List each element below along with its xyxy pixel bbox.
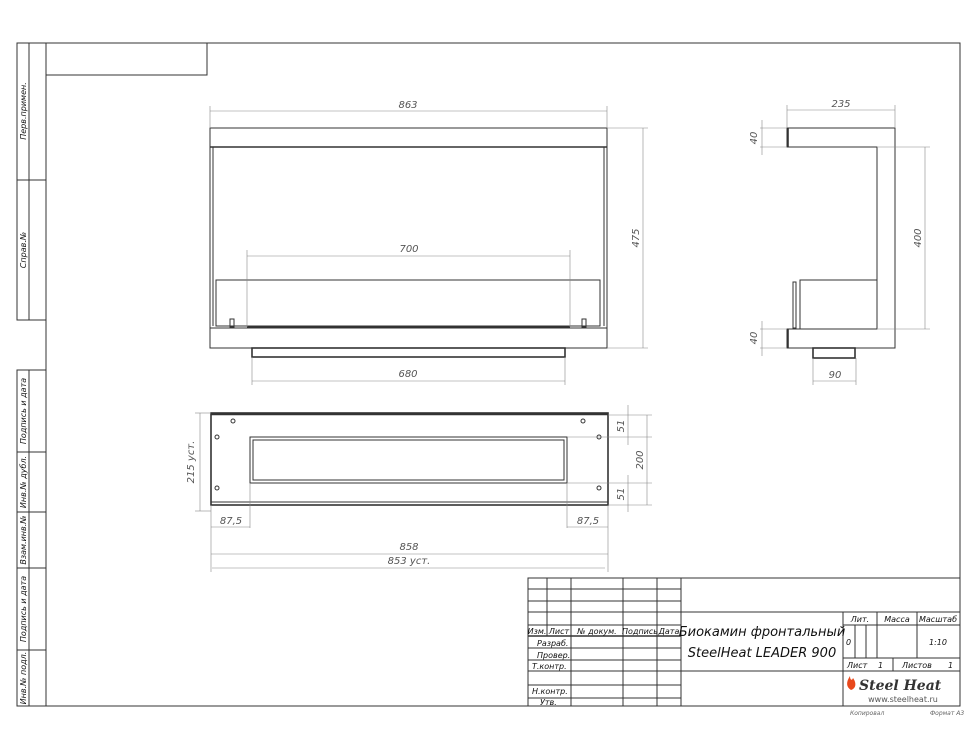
dim-base-depth: 90 bbox=[829, 370, 842, 381]
header-date: Дата bbox=[658, 627, 680, 636]
strip-label: Справ.№ bbox=[19, 232, 28, 268]
lit-label: Лит. bbox=[850, 615, 869, 624]
sheet-value: 1 bbox=[878, 661, 883, 670]
side-view: 235 40 40 400 90 bbox=[749, 99, 930, 385]
drawing-frame bbox=[45, 42, 961, 707]
dim-width: 863 bbox=[398, 100, 417, 111]
role-developer: Разраб. bbox=[537, 639, 568, 648]
front-view: 863 475 700 680 bbox=[209, 100, 648, 385]
strip-label: Инв.№ дубл. bbox=[19, 456, 28, 508]
dim-top-height: 215 уст. bbox=[186, 441, 197, 484]
copied-label: Копировал bbox=[850, 710, 884, 717]
strip-label: Перв.примен. bbox=[19, 82, 28, 140]
mass-label: Масса bbox=[884, 615, 910, 624]
dim-gap-top: 51 bbox=[616, 420, 627, 433]
dim-gap-bottom: 51 bbox=[616, 488, 627, 501]
strip-label: Взам.инв.№ bbox=[19, 515, 28, 564]
steelheat-logo: Steel Heat www.steelheat.ru bbox=[847, 676, 942, 704]
header-sign: Подпись bbox=[622, 627, 658, 636]
scale-label: Масштаб bbox=[919, 615, 957, 624]
format-label: Формат А3 bbox=[930, 710, 964, 717]
title-block: Изм. Лист № докум. Подпись Дата Разраб. … bbox=[527, 577, 961, 707]
sheets-value: 1 bbox=[948, 661, 953, 670]
dim-height: 475 bbox=[631, 228, 642, 247]
dim-inner: 400 bbox=[913, 228, 924, 247]
lit-value: 0 bbox=[846, 638, 851, 647]
sheets-label: Листов bbox=[901, 661, 932, 670]
strip-label: Инв.№ подл. bbox=[19, 652, 28, 705]
dim-bottom: 40 bbox=[749, 332, 760, 345]
dim-base: 680 bbox=[398, 369, 417, 380]
sheet-label: Лист bbox=[846, 661, 868, 670]
drawing-title: Биокамин фронтальный bbox=[679, 625, 846, 640]
top-left-box bbox=[45, 42, 208, 76]
website: www.steelheat.ru bbox=[868, 695, 938, 704]
flame-icon bbox=[847, 676, 856, 690]
strip-label: Подпись и дата bbox=[19, 576, 28, 642]
dim-depth: 235 bbox=[831, 99, 850, 110]
dim-length: 858 bbox=[399, 542, 418, 553]
scale-value: 1:10 bbox=[929, 638, 947, 647]
top-view: 215 уст. 87,5 87,5 858 853 уст. 51 51 20… bbox=[186, 405, 652, 572]
dim-install: 853 уст. bbox=[388, 556, 431, 567]
logo-text: Steel Heat bbox=[859, 678, 942, 694]
dim-margin-right: 87,5 bbox=[577, 516, 599, 527]
role-tech-control: Т.контр. bbox=[532, 662, 567, 671]
strip-label: Подпись и дата bbox=[19, 378, 28, 444]
side-strip: Перв.примен. Справ.№ Подпись и дата Инв.… bbox=[16, 42, 47, 707]
header-list: Лист bbox=[548, 627, 570, 636]
dim-burner: 700 bbox=[399, 244, 418, 255]
drawing-model: SteelHeat LEADER 900 bbox=[688, 646, 836, 661]
header-izm: Изм. bbox=[528, 627, 547, 636]
role-checker: Провер. bbox=[537, 651, 570, 660]
dim-top: 40 bbox=[749, 132, 760, 145]
role-approved: Утв. bbox=[540, 698, 557, 707]
dim-margin-left: 87,5 bbox=[220, 516, 242, 527]
header-doc: № докум. bbox=[576, 627, 616, 636]
role-norm-control: Н.контр. bbox=[532, 687, 568, 696]
dim-inner-depth: 200 bbox=[635, 450, 646, 469]
